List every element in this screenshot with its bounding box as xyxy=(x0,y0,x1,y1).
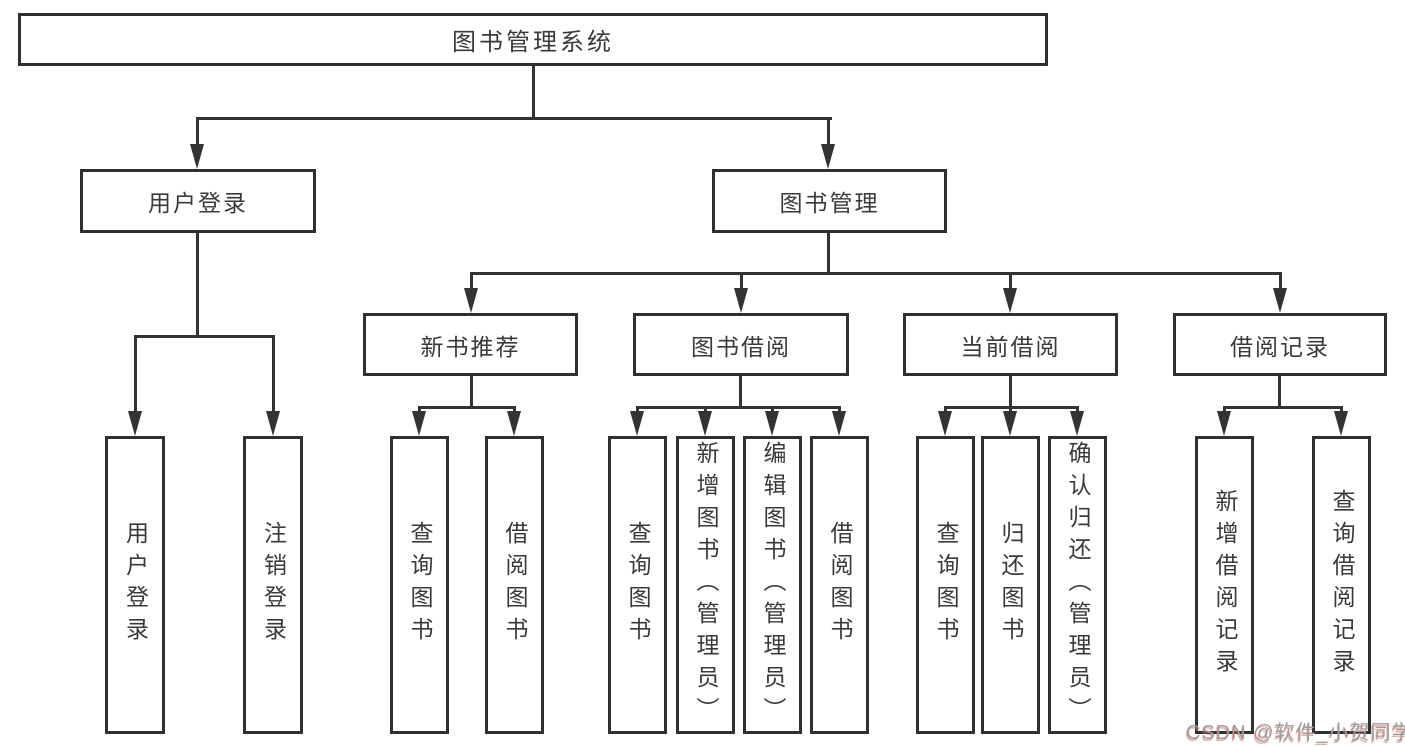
connector-line xyxy=(470,272,1282,275)
arrow-down-icon xyxy=(1334,411,1348,436)
connector-line xyxy=(704,406,707,414)
connector-line xyxy=(513,406,516,414)
node-return-book: 归还图书 xyxy=(981,436,1040,734)
node-user-login: 用户登录 xyxy=(80,169,316,233)
connector-line xyxy=(771,406,774,414)
node-query-book: 查询图书 xyxy=(608,436,667,734)
connector-line xyxy=(1223,406,1226,414)
arrow-down-icon xyxy=(266,411,280,436)
arrow-down-icon xyxy=(698,411,712,436)
arrow-down-icon xyxy=(507,411,521,436)
arrow-down-icon xyxy=(734,288,748,313)
connector-line xyxy=(532,66,535,120)
node-add-borrow-record: 新增借阅记录 xyxy=(1195,436,1254,734)
connector-line xyxy=(196,233,199,337)
arrow-down-icon xyxy=(190,144,204,169)
watermark: CSDN @软件_小贺同学 xyxy=(1186,722,1405,744)
arrow-down-icon xyxy=(821,144,835,169)
node-borrowing-records: 借阅记录 xyxy=(1173,313,1387,376)
arrow-down-icon xyxy=(1217,411,1231,436)
connector-line xyxy=(838,406,841,414)
node-borrow-book: 借阅图书 xyxy=(485,436,544,734)
connector-line xyxy=(418,406,421,414)
node-book-borrowing: 图书借阅 xyxy=(633,313,849,376)
connector-line xyxy=(470,272,473,290)
node-query-borrow-record: 查询借阅记录 xyxy=(1312,436,1371,734)
connector-line xyxy=(1279,272,1282,290)
connector-line xyxy=(272,335,275,414)
arrow-down-icon xyxy=(1003,411,1017,436)
connector-line xyxy=(1278,376,1281,409)
node-query-book: 查询图书 xyxy=(916,436,975,734)
arrow-down-icon xyxy=(1003,288,1017,313)
node-query-book: 查询图书 xyxy=(390,436,449,734)
node-add-book-admin: 新增图书（管理员） xyxy=(676,436,735,734)
connector-line xyxy=(134,335,275,338)
arrow-down-icon xyxy=(765,411,779,436)
node-current-borrowing: 当前借阅 xyxy=(903,313,1118,376)
connector-line xyxy=(636,406,639,414)
connector-line xyxy=(196,117,832,120)
connector-line xyxy=(470,376,473,409)
connector-line xyxy=(134,335,137,414)
node-edit-book-admin: 编辑图书（管理员） xyxy=(743,436,802,734)
arrow-down-icon xyxy=(1273,288,1287,313)
node-user-login-leaf: 用户登录 xyxy=(105,436,165,734)
arrow-down-icon xyxy=(630,411,644,436)
arrow-down-icon xyxy=(938,411,952,436)
connector-line xyxy=(1009,272,1012,290)
connector-line xyxy=(944,406,947,414)
arrow-down-icon xyxy=(412,411,426,436)
connector-line xyxy=(196,117,199,147)
connector-line xyxy=(1223,406,1343,409)
arrow-down-icon xyxy=(832,411,846,436)
node-borrow-book: 借阅图书 xyxy=(810,436,869,734)
node-library-system: 图书管理系统 xyxy=(18,13,1048,66)
node-book-management: 图书管理 xyxy=(712,169,947,233)
arrow-down-icon xyxy=(128,411,142,436)
connector-line xyxy=(418,406,516,409)
connector-line xyxy=(1076,406,1079,414)
connector-line xyxy=(1009,376,1012,409)
connector-line xyxy=(1009,406,1012,414)
connector-line xyxy=(739,376,742,409)
connector-line xyxy=(827,117,830,147)
connector-line xyxy=(827,233,830,275)
connector-line xyxy=(1340,406,1343,414)
node-confirm-return-admin: 确认归还（管理员） xyxy=(1048,436,1107,734)
arrow-down-icon xyxy=(464,288,478,313)
arrow-down-icon xyxy=(1070,411,1084,436)
connector-line xyxy=(740,272,743,290)
connector-line xyxy=(636,406,841,409)
node-new-book-recommendation: 新书推荐 xyxy=(363,313,578,376)
node-logout-leaf: 注销登录 xyxy=(243,436,303,734)
